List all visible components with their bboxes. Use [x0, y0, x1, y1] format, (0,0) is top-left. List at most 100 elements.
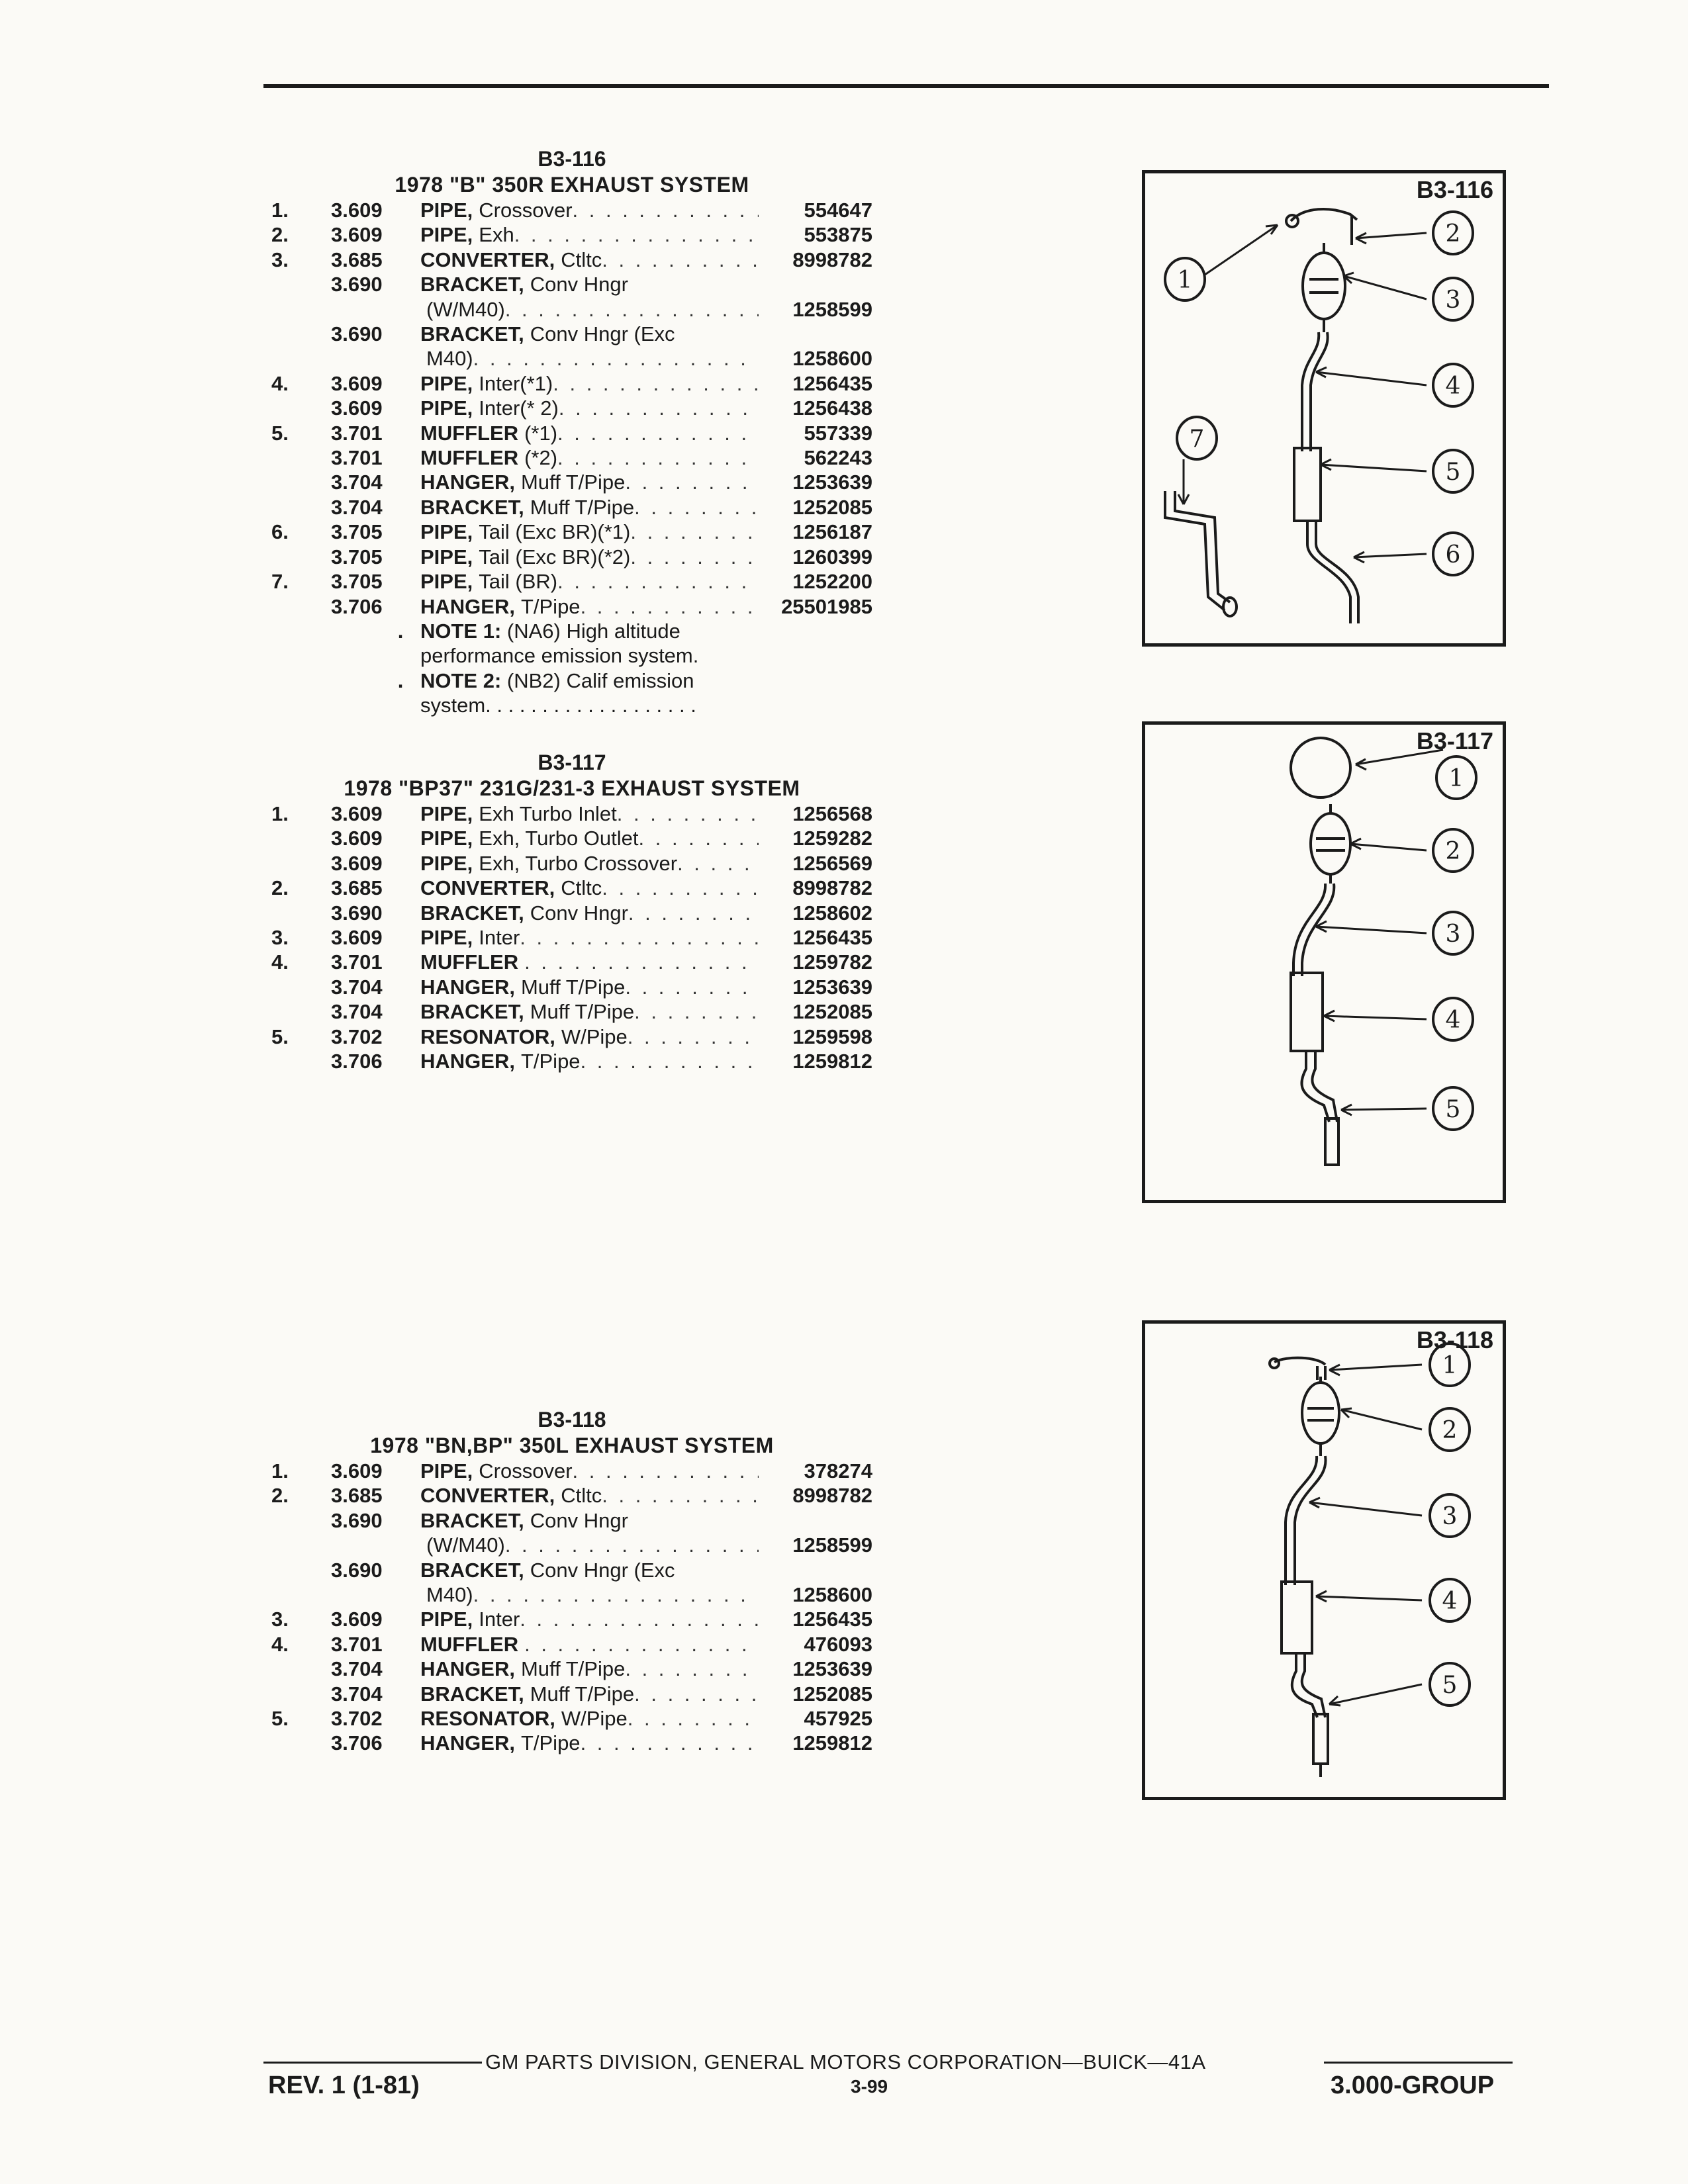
- callout-1: 1: [1435, 755, 1477, 800]
- part-detail: Conv Hngr (Exc: [530, 322, 675, 346]
- part-detail: Inter(* 2): [479, 396, 559, 420]
- converter: [1301, 251, 1346, 320]
- svg-text:2: 2: [1446, 220, 1461, 248]
- part-detail: Inter: [479, 926, 520, 950]
- part-number: 378274: [804, 1459, 872, 1482]
- footer-rule-left: [263, 2062, 482, 2064]
- part-detail: Conv Hngr: [530, 1508, 628, 1532]
- section-title: 1978 "BP37" 231G/231-3 EXHAUST SYSTEM: [344, 776, 800, 800]
- svg-text:4: 4: [1446, 1007, 1461, 1034]
- part-detail: Crossover: [479, 1459, 573, 1482]
- part-name: PIPE,: [420, 570, 473, 594]
- group-number: 3.609: [331, 926, 383, 950]
- part-detail: Muff T/Pipe: [520, 1657, 626, 1681]
- item-index: [271, 826, 331, 850]
- note-text: (NB2) Calif emission: [506, 668, 694, 692]
- part-number: 1252085: [792, 1682, 872, 1706]
- part-description: PIPE,Crossover: [420, 198, 759, 222]
- part-number: 1256568: [792, 802, 872, 825]
- part-detail: T/Pipe: [520, 1731, 581, 1755]
- parts-list: 1.3.609PIPE,Crossover3782742.3.685CONVER…: [271, 1459, 872, 1756]
- inter-pipe: [1301, 883, 1336, 976]
- group-number: 3.609: [331, 851, 383, 875]
- note-line: .NOTE 2: (NB2) Calif emission: [271, 668, 872, 693]
- part-number: [759, 1508, 872, 1533]
- group-number: 3.704: [331, 975, 383, 999]
- part-description: PIPE,Inter: [420, 925, 759, 950]
- group-number: 3.685: [331, 1484, 383, 1508]
- group-number: 3.690: [331, 901, 383, 925]
- group-number: 3.690: [331, 1508, 383, 1532]
- part-name: PIPE,: [420, 371, 473, 395]
- group-number: 3.609: [331, 1459, 383, 1482]
- dot-leader: [473, 346, 759, 371]
- group-number: 3.609: [331, 802, 383, 825]
- part-name: MUFFLER: [420, 446, 519, 470]
- note-continuation: system. . . . . . . . . . . . . . . . . …: [271, 693, 872, 717]
- part-name: BRACKET,: [420, 901, 524, 925]
- group-number: 3.706: [331, 1731, 383, 1755]
- item-index: [271, 901, 331, 925]
- part-name: HANGER,: [420, 1731, 515, 1755]
- part-detail: Crossover: [479, 199, 573, 222]
- dot-leader: [634, 495, 759, 520]
- part-name: HANGER,: [420, 594, 515, 618]
- item-index: [271, 1731, 331, 1755]
- part-row: 4.3.701MUFFLER476093: [271, 1632, 872, 1657]
- group-number: 3.685: [331, 876, 383, 900]
- part-description: MUFFLER(*2): [420, 445, 759, 470]
- dot-leader: [514, 222, 759, 247]
- part-description: M40): [420, 1582, 759, 1607]
- part-detail: T/Pipe: [520, 1050, 581, 1073]
- converter: [1301, 1381, 1340, 1445]
- part-name: CONVERTER,: [420, 876, 555, 900]
- part-number: 1256435: [792, 1608, 872, 1631]
- part-description: PIPE,Inter: [420, 1607, 759, 1631]
- item-index: [271, 1049, 331, 1073]
- part-description: HANGER,Muff T/Pipe: [420, 470, 759, 494]
- item-index: [271, 470, 331, 494]
- part-number: 1256438: [792, 396, 872, 420]
- part-description: CONVERTER,Ctltc: [420, 876, 759, 900]
- part-name: HANGER,: [420, 471, 515, 494]
- dot-leader: [524, 950, 759, 974]
- part-description: PIPE,Tail (BR): [420, 569, 759, 594]
- part-number: 1253639: [792, 975, 872, 999]
- part-number: 25501985: [781, 594, 872, 618]
- part-number: 1256435: [792, 371, 872, 395]
- part-description: HANGER,Muff T/Pipe: [420, 975, 759, 999]
- group-number: 3.609: [331, 1608, 383, 1631]
- part-number: 8998782: [792, 876, 872, 900]
- group-number: 3.706: [331, 594, 383, 618]
- part-description: PIPE,Crossover: [420, 1459, 759, 1483]
- part-number: 554647: [804, 199, 872, 222]
- item-index: [271, 1682, 331, 1706]
- dot-leader: [505, 1533, 759, 1557]
- part-detail: Ctltc: [561, 876, 602, 900]
- dot-leader: [520, 925, 759, 950]
- dot-leader: [473, 1582, 759, 1607]
- part-description: BRACKET,Conv Hngr (Exc: [420, 322, 759, 346]
- part-number: 1256435: [792, 926, 872, 950]
- svg-text:2: 2: [1446, 838, 1461, 865]
- svg-text:3: 3: [1446, 921, 1461, 948]
- group-number: 3.690: [331, 1558, 383, 1582]
- part-description: HANGER,T/Pipe: [420, 1731, 759, 1755]
- converter: [1309, 812, 1352, 876]
- part-name: BRACKET,: [420, 1682, 524, 1706]
- part-number: 1252085: [792, 495, 872, 519]
- item-index: [271, 851, 331, 876]
